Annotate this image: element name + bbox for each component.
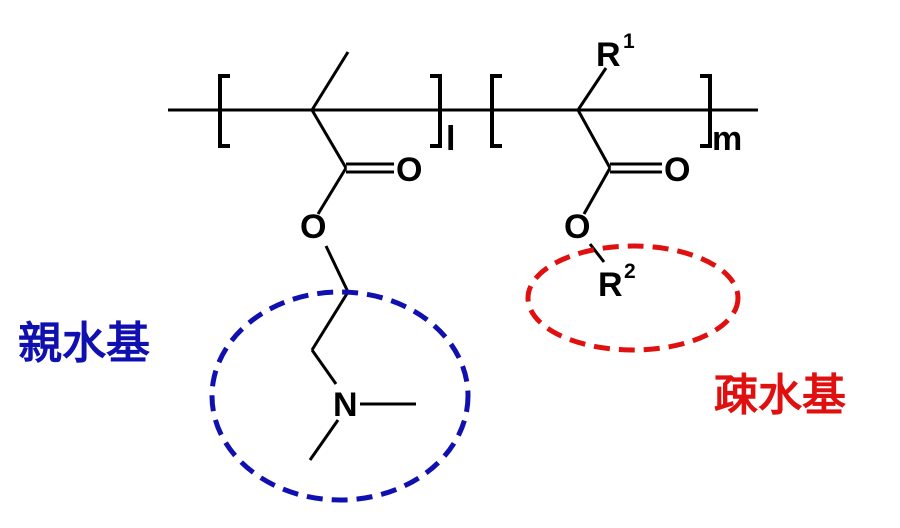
hydrophilic-group-label: 親水基 (18, 318, 150, 369)
r2-superscript: 2 (624, 260, 636, 283)
hydrophobic-group-label: 疎水基 (714, 370, 846, 421)
bracket-left-unit2 (490, 74, 502, 148)
r2-bond (588, 243, 606, 263)
ester-bond-1 (316, 167, 348, 215)
carbonyl-carbon-bond-2 (576, 109, 612, 169)
methyl-bond (310, 51, 350, 111)
hydrophobic-highlight-ellipse (525, 243, 741, 353)
ethylene-bond-2 (310, 291, 350, 351)
carbonyl-oxygen-2: O (664, 151, 690, 189)
bracket-left-unit1 (218, 74, 230, 148)
ester-oxygen-1: O (300, 208, 326, 246)
subscript-m: m (712, 120, 742, 158)
amine-nitrogen: N (333, 386, 358, 424)
r1-bond (576, 67, 608, 111)
bracket-right-unit2 (700, 74, 712, 148)
r1-label: R (596, 36, 621, 74)
ethylene-bond-3 (310, 349, 338, 385)
ester-bond-2 (582, 167, 612, 215)
carbonyl-oxygen-1: O (396, 151, 422, 189)
ester-oxygen-2: O (564, 208, 590, 246)
hydrophilic-highlight-ellipse (209, 289, 471, 503)
bracket-right-unit1 (430, 74, 442, 148)
ethylene-bond-1 (324, 245, 350, 293)
carbonyl-carbon-bond-1 (310, 109, 348, 169)
amine-methyl-down (308, 419, 340, 461)
r2-label: R (598, 266, 623, 304)
r1-superscript: 1 (623, 30, 635, 53)
subscript-l: l (446, 120, 455, 158)
